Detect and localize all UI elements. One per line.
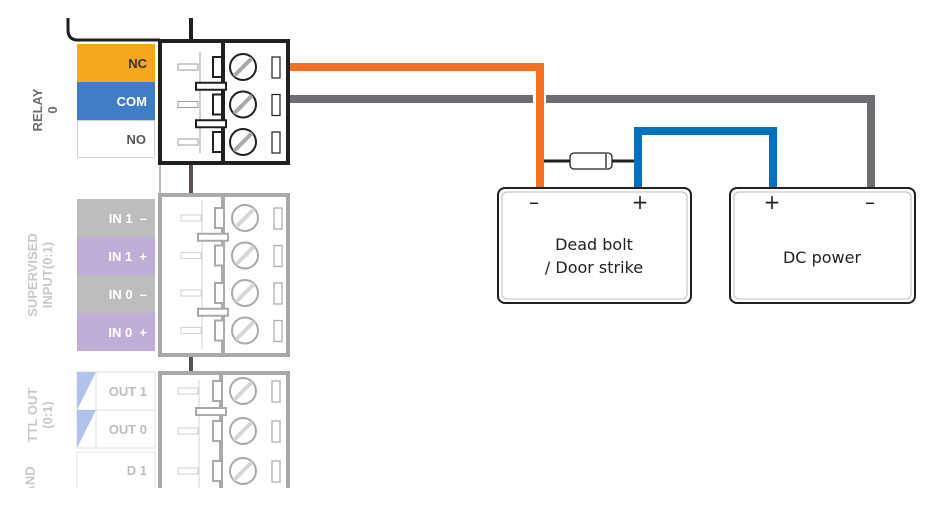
group-title-relay: RELAY 0 xyxy=(30,88,60,132)
pin-d1: D 1 xyxy=(126,462,147,478)
ttl-out0-indicator xyxy=(77,410,96,448)
terminal-screw xyxy=(177,377,281,405)
ttl-out1-indicator xyxy=(77,372,96,410)
terminal-screw xyxy=(180,316,283,345)
terminal-screw xyxy=(180,204,283,232)
group-title-wiegand-partial: AND xyxy=(22,466,38,495)
ttl-terminal-block xyxy=(158,371,290,488)
diode-icon xyxy=(569,152,613,170)
lock-label-line1: Dead bolt xyxy=(555,235,633,254)
terminal-screw xyxy=(180,279,283,307)
terminal-bridge xyxy=(197,307,229,317)
group-title-supervised-input: SUPERVISED INPUT(0:1) xyxy=(25,233,55,317)
pin-out0: OUT 0 xyxy=(108,421,147,437)
input-terminal-block xyxy=(158,193,290,357)
power-label: DC power xyxy=(783,248,861,267)
terminal-screw xyxy=(177,53,281,81)
pin-in1-plus: IN 1 + xyxy=(77,237,155,275)
pin-com: COM xyxy=(77,82,155,120)
wire-positive xyxy=(634,127,777,192)
relay-terminal-block xyxy=(158,39,290,165)
pin-in0-minus: IN 0 – xyxy=(77,275,155,313)
terminal-screw xyxy=(177,417,281,445)
lock-device: – + Dead bolt / Door strike xyxy=(497,187,692,304)
lock-label-line2: / Door strike xyxy=(545,258,643,277)
terminal-screw xyxy=(177,457,281,485)
power-plus-terminal: + xyxy=(764,190,781,214)
terminal-bridge xyxy=(195,81,227,91)
wire-nc xyxy=(290,63,544,192)
power-device: + – DC power xyxy=(729,187,916,304)
lock-minus-terminal: – xyxy=(529,190,539,214)
terminal-screw xyxy=(180,241,283,270)
pin-no: NO xyxy=(77,120,155,158)
ttl-label-frame xyxy=(76,371,156,493)
terminal-bridge xyxy=(195,407,227,416)
group-title-ttl-out: TTL OUT (0:1) xyxy=(25,387,55,443)
pin-in1-minus: IN 1 – xyxy=(77,199,155,237)
relay-bus-line xyxy=(66,18,160,42)
terminal-bridge xyxy=(197,232,229,242)
pin-in0-plus: IN 0 + xyxy=(77,313,155,351)
pin-nc: NC xyxy=(77,44,155,82)
terminal-bridge xyxy=(195,119,227,129)
power-minus-terminal: – xyxy=(865,190,875,214)
lock-plus-terminal: + xyxy=(632,190,649,214)
terminal-screw xyxy=(177,128,281,156)
wire-com-to-power xyxy=(546,95,875,192)
terminal-screw xyxy=(177,90,281,119)
pin-out1: OUT 1 xyxy=(108,383,147,399)
